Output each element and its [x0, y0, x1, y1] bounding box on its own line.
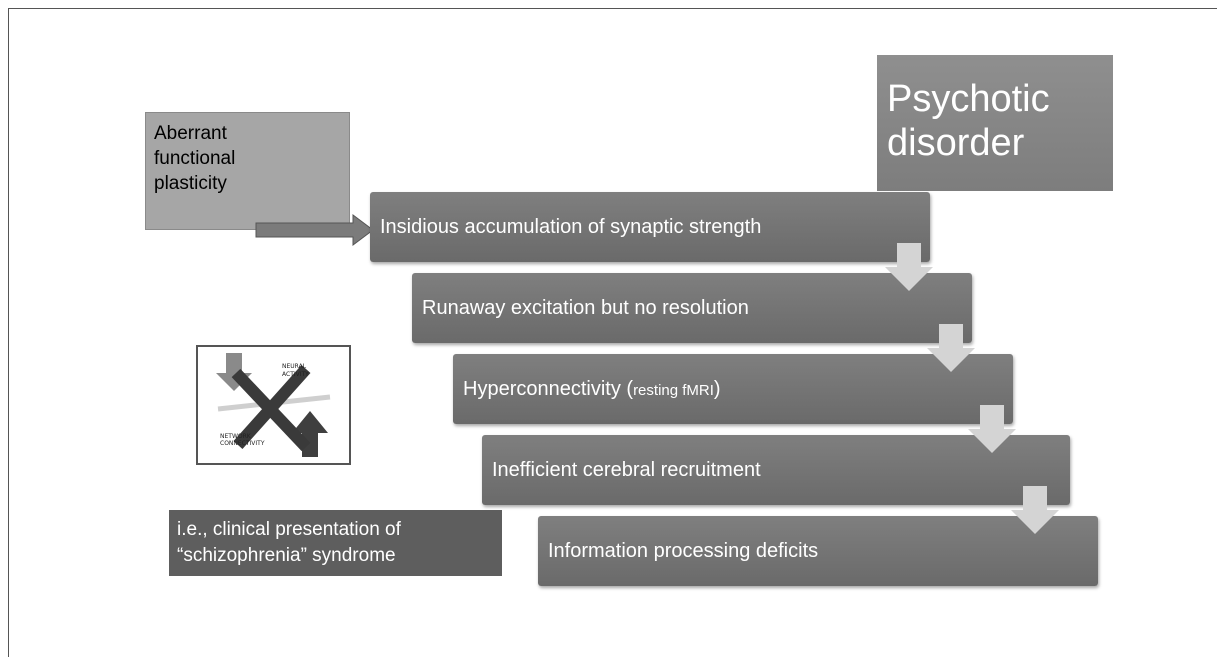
step-box: Hyperconnectivity (resting fMRI) — [453, 354, 1013, 424]
note-box: i.e., clinical presentation of “schizoph… — [169, 510, 502, 576]
frame-top-border — [8, 8, 1217, 9]
crossed-arrows-icon — [216, 353, 331, 457]
inset-label: ACTIVITY — [282, 371, 309, 378]
step-label: Inefficient cerebral recruitment — [492, 459, 761, 481]
source-box: Aberrant functional plasticity — [145, 112, 350, 230]
source-line: functional — [154, 148, 236, 169]
step-box: Inefficient cerebral recruitment — [482, 435, 1070, 505]
inset-label: NETWORK — [220, 433, 251, 440]
inset-diagram: NEURAL ACTIVITY NETWORK CONNECTIVITY — [196, 345, 351, 465]
title-box: Psychotic disorder — [877, 55, 1113, 191]
source-line: Aberrant — [154, 123, 227, 144]
note-line: “schizophrenia” syndrome — [177, 545, 396, 566]
down-arrow-icon — [1011, 486, 1059, 534]
step-label: Runaway excitation but no resolution — [422, 297, 749, 319]
title-line: Psychotic — [887, 78, 1050, 120]
step-box: Information processing deficits — [538, 516, 1098, 586]
step-label-close: ) — [713, 378, 721, 400]
inset-label: CONNECTIVITY — [220, 440, 265, 447]
down-arrow-icon — [968, 405, 1016, 453]
right-arrow-icon — [255, 214, 374, 246]
step-label: Insidious accumulation of synaptic stren… — [380, 216, 762, 238]
step-box: Insidious accumulation of synaptic stren… — [370, 192, 930, 262]
down-arrow-icon — [927, 324, 975, 372]
step-box: Runaway excitation but no resolution — [412, 273, 972, 343]
note-line: i.e., clinical presentation of — [177, 519, 401, 540]
down-arrow-icon — [885, 243, 933, 291]
inset-label: NEURAL — [282, 363, 307, 370]
step-label: Hyperconnectivity ( — [463, 378, 634, 400]
step-label: Information processing deficits — [548, 540, 819, 562]
source-line: plasticity — [154, 173, 227, 194]
frame-left-border — [8, 8, 9, 657]
step-label-small: resting fMRI — [633, 382, 714, 399]
title-line: disorder — [887, 122, 1025, 164]
